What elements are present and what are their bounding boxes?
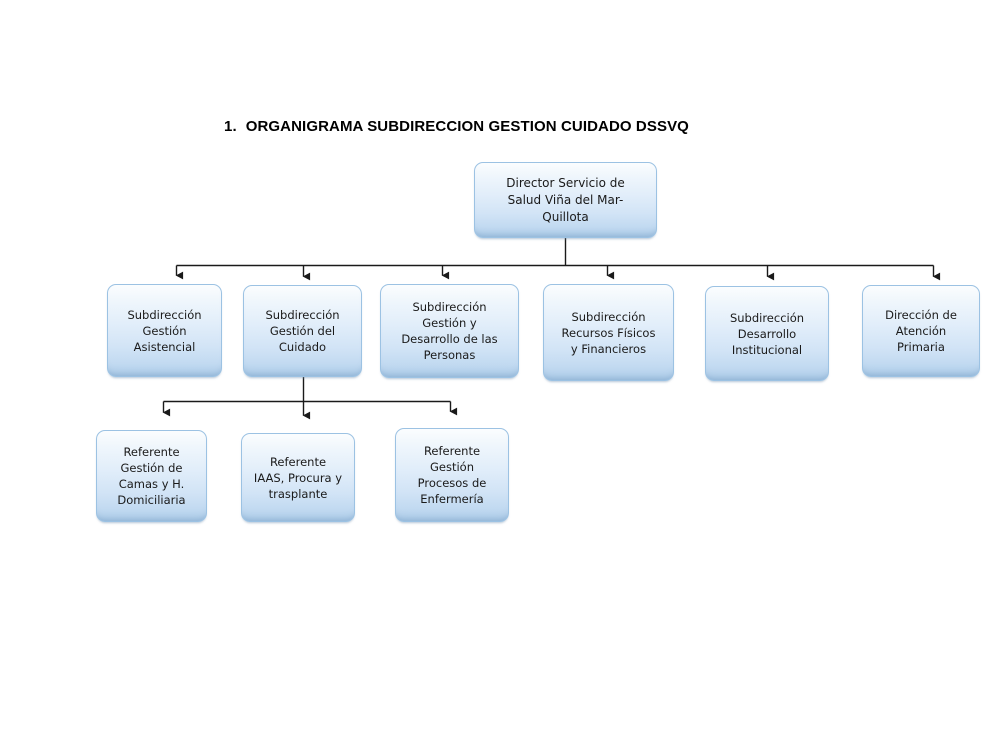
node-label: Dirección de Atención Primaria <box>885 308 957 354</box>
page-title-number: 1. <box>224 118 237 135</box>
node-director-servicio-salud[interactable]: Director Servicio de Salud Viña del Mar-… <box>474 162 657 238</box>
node-direccion-atencion-primaria[interactable]: Dirección de Atención Primaria <box>862 285 980 377</box>
node-referente-gestion-camas[interactable]: Referente Gestión de Camas y H. Domicili… <box>96 430 207 522</box>
node-referente-gestion-procesos-enfermeria[interactable]: Referente Gestión Procesos de Enfermería <box>395 428 509 522</box>
node-label: Referente Gestión Procesos de Enfermería <box>417 444 487 506</box>
node-label: Director Servicio de Salud Viña del Mar-… <box>506 175 625 224</box>
node-label: Subdirección Gestión y Desarrollo de las… <box>401 300 498 362</box>
node-label: Subdirección Gestión del Cuidado <box>265 308 340 354</box>
node-label: Referente IAAS, Procura y trasplante <box>253 454 343 501</box>
page-title-text: ORGANIGRAMA SUBDIRECCION GESTION CUIDADO… <box>245 118 689 135</box>
node-subdireccion-recursos-fisicos-financieros[interactable]: Subdirección Recursos Físicos y Financie… <box>543 284 674 381</box>
node-label: Referente Gestión de Camas y H. Domicili… <box>117 445 186 507</box>
page-title: 1. ORGANIGRAMA SUBDIRECCION GESTION CUIDA… <box>224 118 689 135</box>
node-label: Subdirección Gestión Asistencial <box>127 307 202 354</box>
edge-group-cuidado <box>162 377 458 420</box>
node-subdireccion-gestion-cuidado[interactable]: Subdirección Gestión del Cuidado <box>243 285 362 377</box>
node-referente-iaas-procura-trasplante[interactable]: Referente IAAS, Procura y trasplante <box>241 433 355 522</box>
edge-group-root <box>175 238 941 281</box>
node-label: Subdirección Recursos Físicos y Financie… <box>561 309 656 356</box>
node-subdireccion-desarrollo-institucional[interactable]: Subdirección Desarrollo Institucional <box>705 286 829 381</box>
node-subdireccion-gestion-desarrollo-personas[interactable]: Subdirección Gestión y Desarrollo de las… <box>380 284 519 378</box>
node-label: Subdirección Desarrollo Institucional <box>729 310 805 357</box>
node-subdireccion-gestion-asistencial[interactable]: Subdirección Gestión Asistencial <box>107 284 222 377</box>
